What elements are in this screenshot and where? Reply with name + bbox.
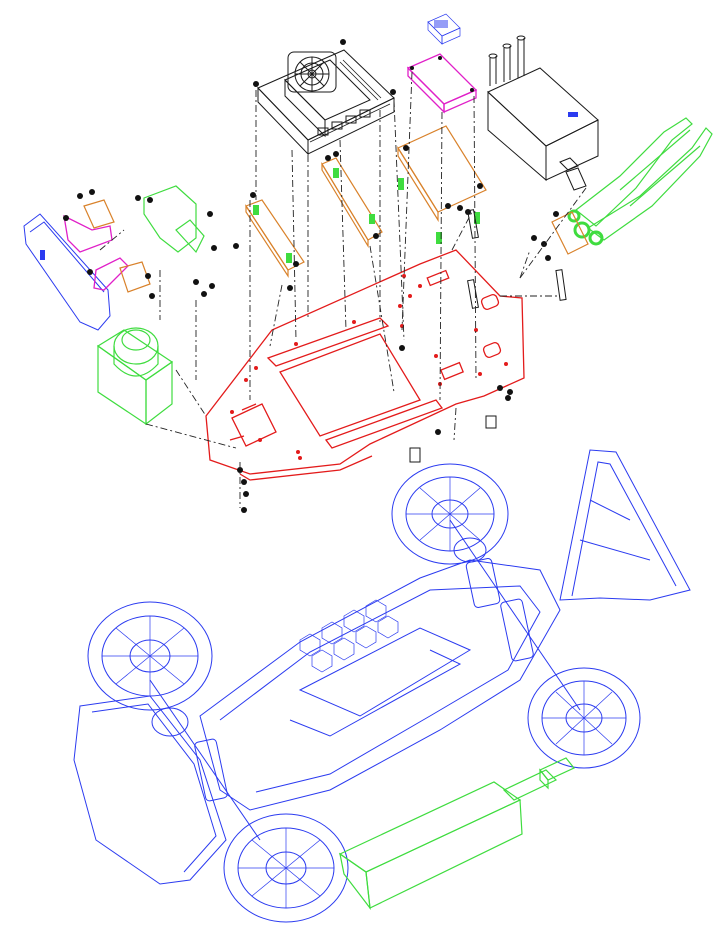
wheel-front-right	[223, 813, 349, 923]
top-mounting-plate	[205, 249, 525, 481]
gripper-base-plate	[531, 211, 589, 301]
lidar-sensor	[96, 327, 174, 426]
wheel-rear-left	[391, 463, 509, 565]
compute-module	[253, 39, 396, 156]
plate-hardware	[237, 209, 513, 513]
rc-car-chassis	[73, 449, 691, 885]
battery-pack	[338, 757, 575, 911]
wheel-front-left	[87, 601, 213, 711]
camera-bracket	[63, 185, 239, 299]
spacer-plate-left	[245, 192, 305, 291]
wheel-rear-right	[527, 667, 641, 769]
depth-camera	[23, 213, 111, 331]
small-board	[406, 13, 478, 114]
assembly-guide-lines	[99, 71, 587, 508]
spacer-plate-mid	[321, 151, 383, 249]
power-module	[487, 35, 599, 191]
gripper-arms	[567, 117, 713, 246]
